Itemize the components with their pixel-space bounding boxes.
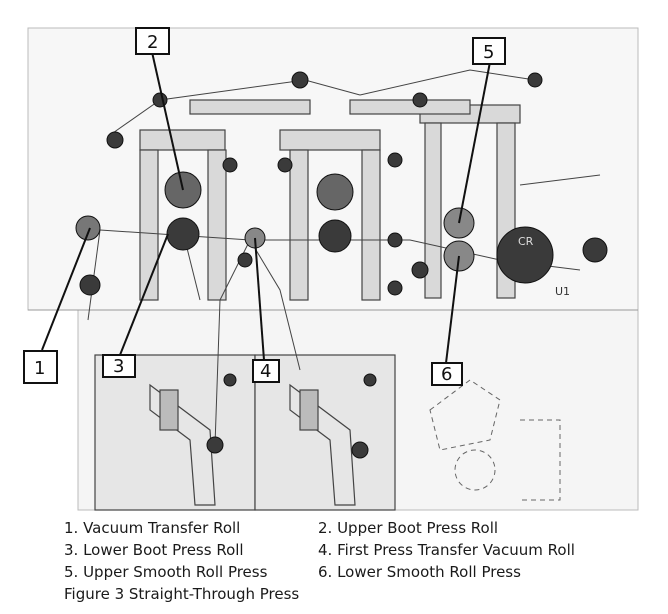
press-frames (139, 99, 521, 301)
vacuum-transfer-roll (75, 215, 101, 241)
callout-5-number: 5 (483, 42, 494, 63)
callout-6: 6 (431, 362, 463, 386)
callout-3: 3 (102, 354, 136, 378)
upper-boot-press-roll-2 (316, 173, 354, 211)
callout-4-number: 4 (260, 361, 271, 382)
callout-2: 2 (135, 27, 170, 55)
figure-caption: Figure 3 Straight-Through Press (64, 585, 300, 603)
legend-item-5: 5. Upper Smooth Roll Press (64, 563, 268, 581)
roll-mark-u1: U1 (555, 285, 570, 298)
callout-5: 5 (472, 37, 506, 65)
callout-6-number: 6 (441, 364, 452, 385)
legend-item-6: 6. Lower Smooth Roll Press (318, 563, 521, 581)
callout-leaders (41, 51, 491, 364)
callout-1-number: 1 (34, 358, 45, 379)
lower-structure (94, 354, 396, 511)
callout-3-number: 3 (113, 356, 124, 377)
dashed-details (429, 379, 561, 501)
callout-1: 1 (23, 350, 58, 384)
legend-item-1: 1. Vacuum Transfer Roll (64, 519, 241, 537)
roll-mark-cr: CR (518, 235, 534, 248)
callout-4: 4 (252, 359, 280, 383)
lower-boot-press-roll-2 (318, 219, 352, 253)
legend-item-3: 3. Lower Boot Press Roll (64, 541, 244, 559)
large-dryer-roll (496, 226, 554, 284)
lower-boot-press-roll-1 (166, 217, 200, 251)
legend-item-2: 2. Upper Boot Press Roll (318, 519, 499, 537)
callout-2-number: 2 (147, 32, 158, 53)
press-section-diagram: CR U1 1 2 3 4 5 6 (23, 27, 639, 511)
legend-item-4: 4. First Press Transfer Vacuum Roll (318, 541, 575, 559)
